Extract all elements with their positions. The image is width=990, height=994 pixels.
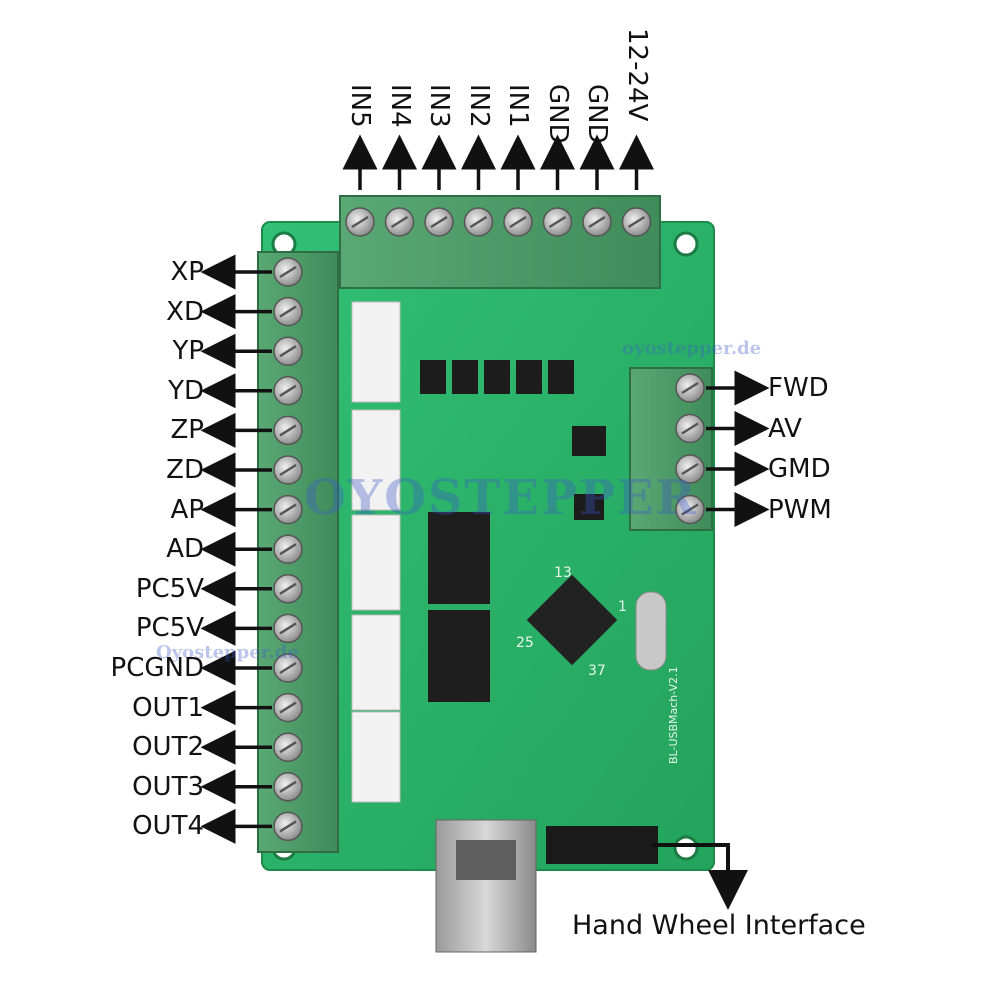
right-terminal-label-2: GMD xyxy=(768,454,831,484)
left-screw-0-slot xyxy=(279,265,297,279)
small-chip xyxy=(574,494,604,520)
top-terminal-label-3: IN2 xyxy=(463,84,494,128)
handwheel-label: Hand Wheel Interface xyxy=(572,910,866,941)
top-terminal-label-7: 12-24V xyxy=(621,28,652,122)
right-terminal-label-1: AV xyxy=(768,413,802,444)
right-terminal-label-0: FWD xyxy=(768,373,829,403)
usb-port xyxy=(435,819,537,953)
left-terminal-label-7: AD xyxy=(166,534,204,565)
top-screw-1-slot xyxy=(390,215,409,229)
chip-pin-mark-1: 1 xyxy=(618,599,627,615)
driver-ics xyxy=(428,512,490,702)
jst-connectors xyxy=(351,301,401,803)
top-terminal-label-2: IN3 xyxy=(424,84,454,128)
left-screw-4-slot xyxy=(279,424,297,437)
watermark-site-2: Oyostepper.de xyxy=(156,642,299,663)
top-screw-3-slot xyxy=(469,215,488,229)
right-screw-1-slot xyxy=(681,422,699,435)
top-screw-6-slot xyxy=(588,215,606,229)
top-screw-4-slot xyxy=(509,215,527,229)
right-terminal-label-3: PWM xyxy=(768,494,832,525)
top-screw-2-slot xyxy=(430,215,448,229)
mount-hole xyxy=(673,835,699,861)
board-id-text: BL-USBMach-V2.1 xyxy=(667,666,680,764)
chip-pin-mark-13: 13 xyxy=(554,565,572,581)
chip-pin-mark-37: 37 xyxy=(588,663,606,679)
top-screw-0-slot xyxy=(351,215,369,229)
left-screw-8-slot xyxy=(279,582,297,595)
mount-hole xyxy=(673,231,699,257)
left-terminal-label-3: YD xyxy=(168,375,204,406)
left-screw-11-slot xyxy=(279,701,297,714)
left-screw-13-slot xyxy=(279,780,297,793)
left-screw-6-slot xyxy=(279,503,297,516)
left-terminal-label-11: OUT1 xyxy=(132,692,204,723)
top-terminal-label-5: GND xyxy=(542,84,573,144)
left-terminal-label-0: XP xyxy=(170,257,205,287)
crystal xyxy=(635,591,667,671)
top-terminal-screws xyxy=(345,207,652,237)
handwheel-arrow xyxy=(652,843,748,910)
left-terminal-label-4: ZP xyxy=(170,415,205,446)
left-screw-5-slot xyxy=(279,463,297,477)
right-screw-3-slot xyxy=(681,503,699,516)
left-terminal-label-1: XD xyxy=(166,296,204,327)
top-terminal-block xyxy=(339,195,661,289)
left-terminal-label-6: AP xyxy=(170,494,204,525)
watermark-brand: OYOSTEPPER xyxy=(304,470,698,526)
left-terminal-label-14: OUT4 xyxy=(132,811,204,842)
left-screw-3-slot xyxy=(279,384,297,397)
right-terminal-screws xyxy=(675,373,705,525)
small-chip xyxy=(572,426,606,456)
right-screw-2-slot xyxy=(681,462,699,476)
right-screw-0-slot xyxy=(681,381,699,395)
left-screw-12-slot xyxy=(279,741,297,754)
top-screw-7-slot xyxy=(627,215,646,229)
left-terminal-label-13: OUT3 xyxy=(132,771,204,802)
left-terminal-label-10: PCGND xyxy=(110,653,204,683)
left-screw-7-slot xyxy=(279,543,297,556)
top-terminal-label-6: GND xyxy=(582,84,612,144)
left-terminal-label-5: ZD xyxy=(166,455,204,485)
left-screw-9-slot xyxy=(279,622,297,635)
left-terminal-label-9: PC5V xyxy=(135,613,204,644)
left-terminal-label-12: OUT2 xyxy=(132,732,204,763)
usb-port-inner xyxy=(456,840,516,880)
top-terminal-label-1: IN4 xyxy=(384,84,415,128)
left-screw-2-slot xyxy=(279,345,297,358)
top-screw-5-slot xyxy=(548,215,567,229)
top-terminal-label-4: IN1 xyxy=(503,84,533,128)
top-terminal-label-0: IN5 xyxy=(345,84,375,128)
label-arrows xyxy=(200,134,770,844)
left-screw-10-slot xyxy=(279,661,297,675)
left-screw-1-slot xyxy=(279,305,297,318)
left-terminal-screws xyxy=(273,257,303,842)
left-terminal-label-8: PC5V xyxy=(135,573,204,604)
left-screw-14-slot xyxy=(279,820,297,833)
optocouplers xyxy=(420,360,574,394)
chip-pin-mark-25: 25 xyxy=(516,635,534,651)
left-terminal-label-2: YP xyxy=(172,336,204,367)
watermark-site-1: oyostepper.de xyxy=(622,338,762,359)
handwheel-header xyxy=(546,826,658,864)
